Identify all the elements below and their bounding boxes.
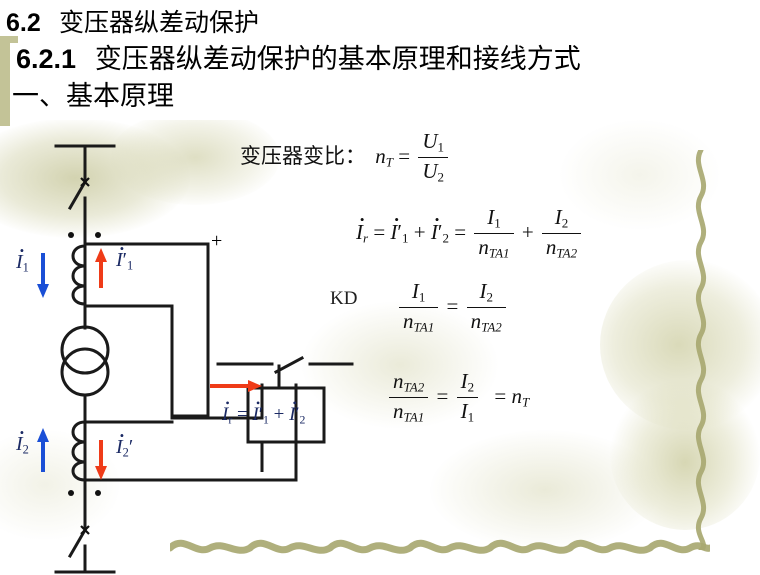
- polarity-dot: [95, 232, 101, 238]
- wire-ct1-bottom-to-rail: [83, 304, 210, 418]
- dot-accent: •: [119, 428, 125, 443]
- title-banner: [0, 0, 760, 120]
- relay-kd-box: [246, 386, 326, 444]
- section-title: 变压器纵差动保护: [59, 8, 260, 37]
- current-transformer-1-coil: [71, 244, 86, 306]
- right-wavy-border-decoration: [695, 150, 707, 550]
- left-accent-tab-top: [0, 36, 18, 43]
- fraction-nta2-nta1: nTA2 nTA1: [389, 369, 429, 425]
- label-positive-polarity: +: [211, 230, 223, 252]
- label-relay-kd: KD: [330, 288, 358, 309]
- plus-sign: +: [413, 219, 426, 244]
- current-transformer-2-coil: [71, 420, 86, 482]
- equals-sign: =: [454, 219, 467, 244]
- differential-protection-circuit-diagram: [37, 144, 354, 574]
- fraction-u1-u2: U1 U2: [418, 129, 449, 185]
- secondary-current-arrow-up: [37, 428, 49, 472]
- polarity-dots-group: [68, 232, 101, 496]
- polarity-dot: [68, 490, 74, 496]
- watermark-blob: [610, 380, 760, 530]
- left-accent-tab: [0, 36, 10, 126]
- dot-accent: •: [292, 396, 297, 410]
- dot-accent: •: [225, 396, 230, 410]
- equals-sign: =: [436, 383, 449, 408]
- subsection-title: 变压器纵差动保护的基本原理和接线方式: [94, 44, 581, 75]
- ct1-current-arrow-up: [95, 248, 107, 288]
- wire-ct2-to-relay-right: [206, 383, 298, 482]
- dot-accent: •: [394, 212, 399, 228]
- label-primary-current: •I1: [16, 243, 29, 275]
- label-secondary-current: •I2: [16, 425, 29, 457]
- breaker-cross-marks: [80, 177, 90, 535]
- formula-ct-ratio-equals-transformer-ratio: nTA2 nTA1 = I2 I1 = nT: [386, 369, 529, 426]
- watermark-blob: [600, 260, 760, 430]
- ct2-current-arrow-down: [95, 440, 107, 480]
- dot-accent: •: [359, 212, 365, 228]
- equals-sign: =: [446, 293, 459, 318]
- plus-sign: +: [273, 404, 285, 425]
- plus-sign: +: [521, 219, 534, 244]
- wire-ct1-top-to-relay: [83, 242, 210, 418]
- dot-accent: •: [19, 243, 25, 258]
- polarity-dot: [68, 232, 74, 238]
- fraction-i1-nta1-b: I1 nTA1: [399, 279, 439, 335]
- ratio-label: 变压器变比：: [240, 143, 366, 168]
- fraction-i2-nta2: I2 nTA2: [541, 205, 582, 261]
- fraction-i2-i1: I2 I1: [456, 369, 479, 425]
- equals-sign: =: [398, 143, 411, 168]
- bottom-wavy-border-decoration: [170, 539, 710, 554]
- subsection-heading: 6.2.1 变压器纵差动保护的基本原理和接线方式: [16, 37, 581, 76]
- formula-differential-current-expanded: •Ir = •I′1 + •I′2 = I1 nTA1 + I2 nTA2: [356, 205, 584, 262]
- section-number: 6.2: [6, 9, 41, 37]
- section-heading: 6.2 变压器纵差动保护: [6, 3, 259, 39]
- formula-transformer-ratio: 变压器变比： nT = U1 U2: [240, 129, 451, 186]
- dot-accent: •: [119, 241, 125, 256]
- dot-accent: •: [256, 396, 261, 410]
- formula-balance-condition: I1 nTA1 = I2 nTA2: [396, 279, 509, 336]
- breaker-top-blade: [67, 179, 88, 211]
- dot-accent: •: [19, 425, 25, 440]
- label-primary-ct-current: •I′1: [116, 241, 134, 273]
- breaker-bottom-blade: [67, 527, 88, 559]
- transformer-winding-primary: [60, 325, 110, 375]
- fraction-i1-nta1: I1 nTA1: [474, 205, 514, 261]
- polarity-dot: [95, 490, 101, 496]
- equation-differential-current: •Ir = •I′1 + •I′2: [222, 396, 306, 427]
- primary-current-arrow-down: [37, 253, 49, 298]
- equals-sign: =: [494, 383, 507, 408]
- dot-accent: •: [434, 212, 440, 228]
- equals-sign: =: [237, 404, 248, 425]
- fraction-i2-nta2-b: I2 nTA2: [466, 279, 506, 335]
- topic-line: 一、基本原理: [12, 81, 174, 112]
- red-flow-arrow: [210, 380, 262, 392]
- subsection-number: 6.2.1: [16, 44, 77, 74]
- label-secondary-ct-current: •I2′: [116, 428, 134, 460]
- equals-sign: =: [373, 219, 386, 244]
